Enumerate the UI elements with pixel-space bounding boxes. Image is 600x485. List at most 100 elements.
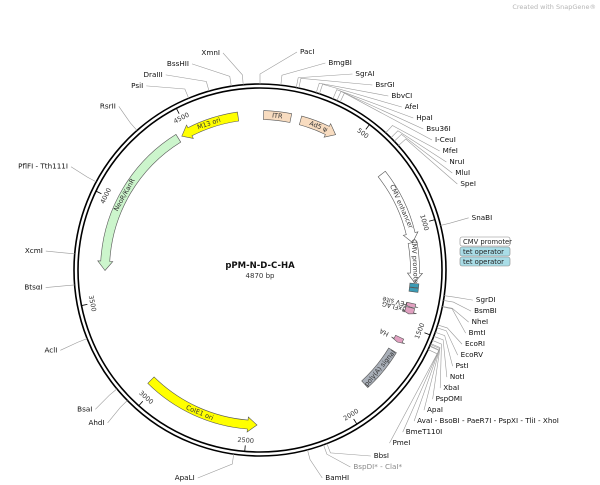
site-bts-i: BtsαI bbox=[24, 283, 75, 292]
site-leader bbox=[259, 51, 298, 84]
credit-text: Created with SnapGene® bbox=[512, 3, 596, 11]
site-label: BamHI bbox=[325, 473, 349, 482]
feature-tet-operator bbox=[408, 287, 419, 293]
site-ahdi: AhdI bbox=[88, 400, 128, 427]
site-leader bbox=[336, 91, 424, 130]
tick-mark bbox=[95, 190, 102, 195]
feature-m13-ori bbox=[181, 111, 240, 139]
site-xmni: XmnI bbox=[201, 48, 244, 85]
site-label: EcoRV bbox=[461, 350, 483, 359]
side-box-tet-operator: tet operator bbox=[459, 246, 511, 257]
site-i-ceui: I-CeuI bbox=[339, 92, 456, 144]
site-leader bbox=[295, 73, 353, 88]
tick-mark bbox=[365, 124, 370, 130]
site-xbai: XbaI bbox=[432, 340, 459, 392]
site-leader bbox=[45, 250, 75, 255]
site-sgrai: SgrAI bbox=[295, 69, 375, 88]
site-label: Bsu36I bbox=[426, 124, 451, 133]
site-afei: AfeI bbox=[319, 83, 418, 111]
site-label: NruI bbox=[449, 157, 464, 166]
site-leader bbox=[432, 340, 442, 389]
side-box-label: tet operator bbox=[463, 248, 504, 256]
site-bsu36i: Bsu36I bbox=[336, 91, 451, 133]
site-bamhi: BamHI bbox=[307, 449, 349, 482]
site-label: BsaI bbox=[77, 404, 92, 413]
site-leader bbox=[191, 63, 232, 87]
site-label: XmnI bbox=[201, 48, 220, 57]
tick-label: 2500 bbox=[237, 436, 254, 445]
feature-label: HA bbox=[378, 327, 390, 339]
feature-poly-a-signal bbox=[361, 347, 397, 389]
site-psii: PsiI bbox=[131, 81, 189, 99]
site-leader bbox=[442, 306, 466, 334]
site-nrui: NruI bbox=[390, 130, 464, 166]
tick-label: 1000 bbox=[418, 214, 430, 232]
tick-label: 1500 bbox=[413, 322, 426, 340]
site-draiii: DraIII bbox=[143, 70, 210, 92]
feature-label: poly(A) signal bbox=[363, 348, 398, 388]
site-ecorv: EcoRV bbox=[436, 327, 483, 359]
site-label: BmeT110I bbox=[406, 427, 443, 436]
site-pflfi-tth111i: PflFI - Tth111I bbox=[18, 162, 97, 183]
site-leader bbox=[433, 336, 448, 378]
site-snabi: SnaBI bbox=[440, 213, 493, 226]
site-leader bbox=[398, 138, 458, 185]
feature-tev-site bbox=[403, 301, 419, 308]
site-label: SnaBI bbox=[472, 213, 493, 222]
site-leader bbox=[332, 89, 414, 119]
side-box-rect bbox=[459, 246, 511, 257]
site-bmti: BmtI bbox=[442, 306, 486, 337]
site-acli: AclI bbox=[44, 338, 88, 354]
side-box-tet-operator: tet operator bbox=[459, 256, 511, 267]
site-label: NotI bbox=[450, 372, 465, 381]
feature-cmv-enhancer bbox=[377, 170, 419, 244]
site-leader bbox=[146, 85, 189, 99]
site-label: BsmBI bbox=[474, 306, 497, 315]
site-bmet110i: BmeT110I bbox=[402, 346, 443, 436]
site-hpai: HpaI bbox=[332, 89, 433, 122]
site-leader bbox=[315, 82, 389, 97]
site-bsai: BsaI bbox=[77, 388, 118, 413]
tick-mark bbox=[424, 332, 431, 336]
site-leader bbox=[339, 92, 433, 141]
site-label: PsiI bbox=[131, 81, 143, 90]
feature-label: NeoR/KanR bbox=[112, 177, 137, 213]
site-label: RsrII bbox=[100, 101, 116, 110]
site-label: BssHII bbox=[167, 59, 189, 68]
feature-label: CMV enhancer bbox=[388, 183, 415, 230]
site-bspdi-clai: BspDI* - ClaI* bbox=[323, 444, 403, 471]
tick-label: 3000 bbox=[137, 389, 155, 406]
site-label: AhdI bbox=[88, 418, 104, 427]
site-leader bbox=[95, 388, 118, 410]
site-label: BsrGI bbox=[375, 80, 394, 89]
site-leader bbox=[435, 331, 453, 367]
side-box-label: tet operator bbox=[463, 258, 504, 266]
site-leader bbox=[444, 295, 473, 301]
site-pmei: PmeI bbox=[389, 349, 438, 447]
site-leader bbox=[60, 338, 88, 351]
site-noti: NotI bbox=[433, 336, 465, 381]
site-apali: ApaLI bbox=[175, 454, 234, 482]
site-leader bbox=[390, 130, 447, 163]
plasmid-length: 4870 bp bbox=[246, 272, 275, 280]
site-label: BtsαI bbox=[24, 283, 42, 292]
site-bbvci: BbvCI bbox=[315, 82, 412, 100]
site-label: BmgBI bbox=[328, 58, 352, 67]
site-nhei: NheI bbox=[442, 306, 488, 326]
site-leader bbox=[389, 349, 438, 444]
site-leader bbox=[280, 62, 326, 86]
tick-label: 4000 bbox=[99, 187, 113, 205]
site-avai-bsobi-paer7i-pspxi-tlii-xhoi: AvaI - BsoBI - PaeR7I - PspXI - TliI - X… bbox=[413, 345, 559, 425]
site-label: AvaI - BsoBI - PaeR7I - PspXI - TliI - X… bbox=[417, 416, 559, 425]
site-label: BmtI bbox=[469, 328, 486, 337]
site-label: PspOMI bbox=[436, 394, 463, 403]
site-label: BspDI* - ClaI* bbox=[353, 462, 402, 471]
feature-label: ITR bbox=[272, 111, 284, 120]
site-label: DraIII bbox=[143, 70, 162, 79]
site-leader bbox=[440, 217, 469, 226]
side-box-rect bbox=[459, 256, 511, 267]
site-leader bbox=[394, 133, 453, 174]
site-bsshii: BssHII bbox=[167, 59, 232, 87]
site-label: PstI bbox=[456, 361, 469, 370]
